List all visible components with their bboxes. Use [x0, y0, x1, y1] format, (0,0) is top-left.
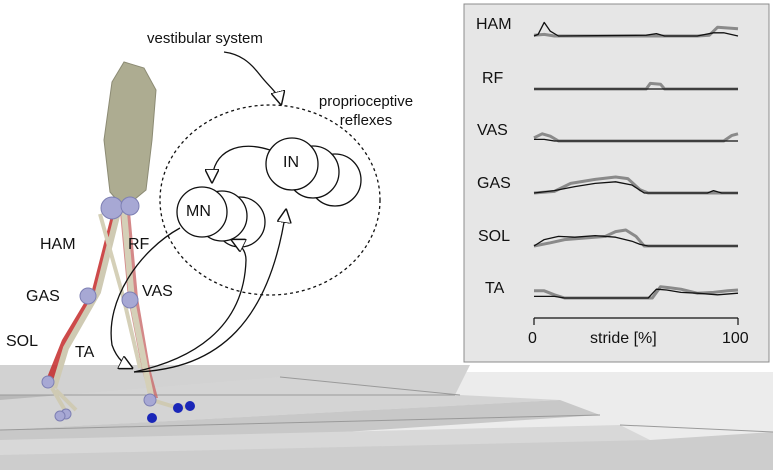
leg-label-rf: RF	[128, 236, 150, 253]
toe-joint-front	[173, 403, 183, 413]
in-node-label: IN	[283, 154, 299, 171]
chart-row-label-gas: GAS	[477, 175, 511, 192]
afferent-loop-1	[133, 240, 246, 373]
proprioceptive-label-line2: reflexes	[339, 112, 393, 129]
chart-row-label-sol: SOL	[478, 228, 511, 245]
leg-label-ham: HAM	[40, 236, 76, 253]
mn-output-path	[110, 227, 181, 368]
ta-reference-line	[534, 285, 739, 300]
back-leg-muscle	[44, 212, 120, 387]
x-tick-label-100: 100	[722, 330, 749, 347]
mn-node-label: MN	[186, 203, 211, 220]
hip-joint-2	[120, 196, 140, 216]
gas-reference-line	[533, 175, 738, 195]
chart-row-label-ham: HAM	[476, 16, 512, 33]
chart-row-label-vas: VAS	[477, 122, 508, 139]
proprioceptive-boundary	[159, 104, 381, 296]
chart-series-group	[533, 21, 739, 300]
leg-label-ta: TA	[75, 344, 95, 361]
ham-model-line	[533, 21, 739, 37]
ankle-joint-back	[41, 375, 55, 389]
vestibular-pathway	[223, 51, 281, 104]
chart-row-label-rf: RF	[482, 70, 504, 87]
proprioceptive-label-line1: proprioceptive	[318, 93, 414, 110]
leg-label-sol: SOL	[6, 333, 39, 350]
afferent-loop-2	[133, 210, 286, 373]
heel-joint-front	[147, 413, 157, 423]
mn-neuron-1	[176, 186, 228, 238]
knee-joint-front	[121, 291, 139, 309]
x-axis-label: stride [%]	[590, 330, 657, 347]
knee-joint-back	[79, 287, 97, 305]
proprioceptive-reflexes-label: proprioceptive reflexes	[312, 92, 420, 130]
vestibular-system-label: vestibular system	[147, 30, 263, 47]
reflex-schematic	[110, 51, 381, 373]
ground	[0, 365, 773, 470]
gas-model-line	[533, 181, 738, 194]
sol-reference-line	[533, 228, 738, 248]
ta-model-line	[534, 288, 739, 299]
leg-label-gas: GAS	[26, 288, 60, 305]
toe-joint-front-2	[185, 401, 195, 411]
vas-model-line	[534, 138, 738, 142]
chart-panel-bg	[463, 3, 770, 363]
emg-chart-panel	[463, 3, 770, 363]
ankle-joint-front	[143, 393, 157, 407]
in-to-mn-path	[212, 145, 271, 182]
leg-label-vas: VAS	[142, 283, 173, 300]
toe-joint-back-2	[54, 410, 66, 422]
x-tick-label-0: 0	[528, 330, 537, 347]
trunk	[103, 61, 157, 209]
sol-model-line	[533, 234, 738, 247]
chart-row-label-ta: TA	[485, 280, 505, 297]
front-leg-bone	[121, 211, 155, 401]
in-neuron-1	[265, 137, 319, 191]
hip-joint	[100, 196, 124, 220]
walker-model	[41, 61, 195, 423]
back-leg-bone	[51, 211, 121, 389]
